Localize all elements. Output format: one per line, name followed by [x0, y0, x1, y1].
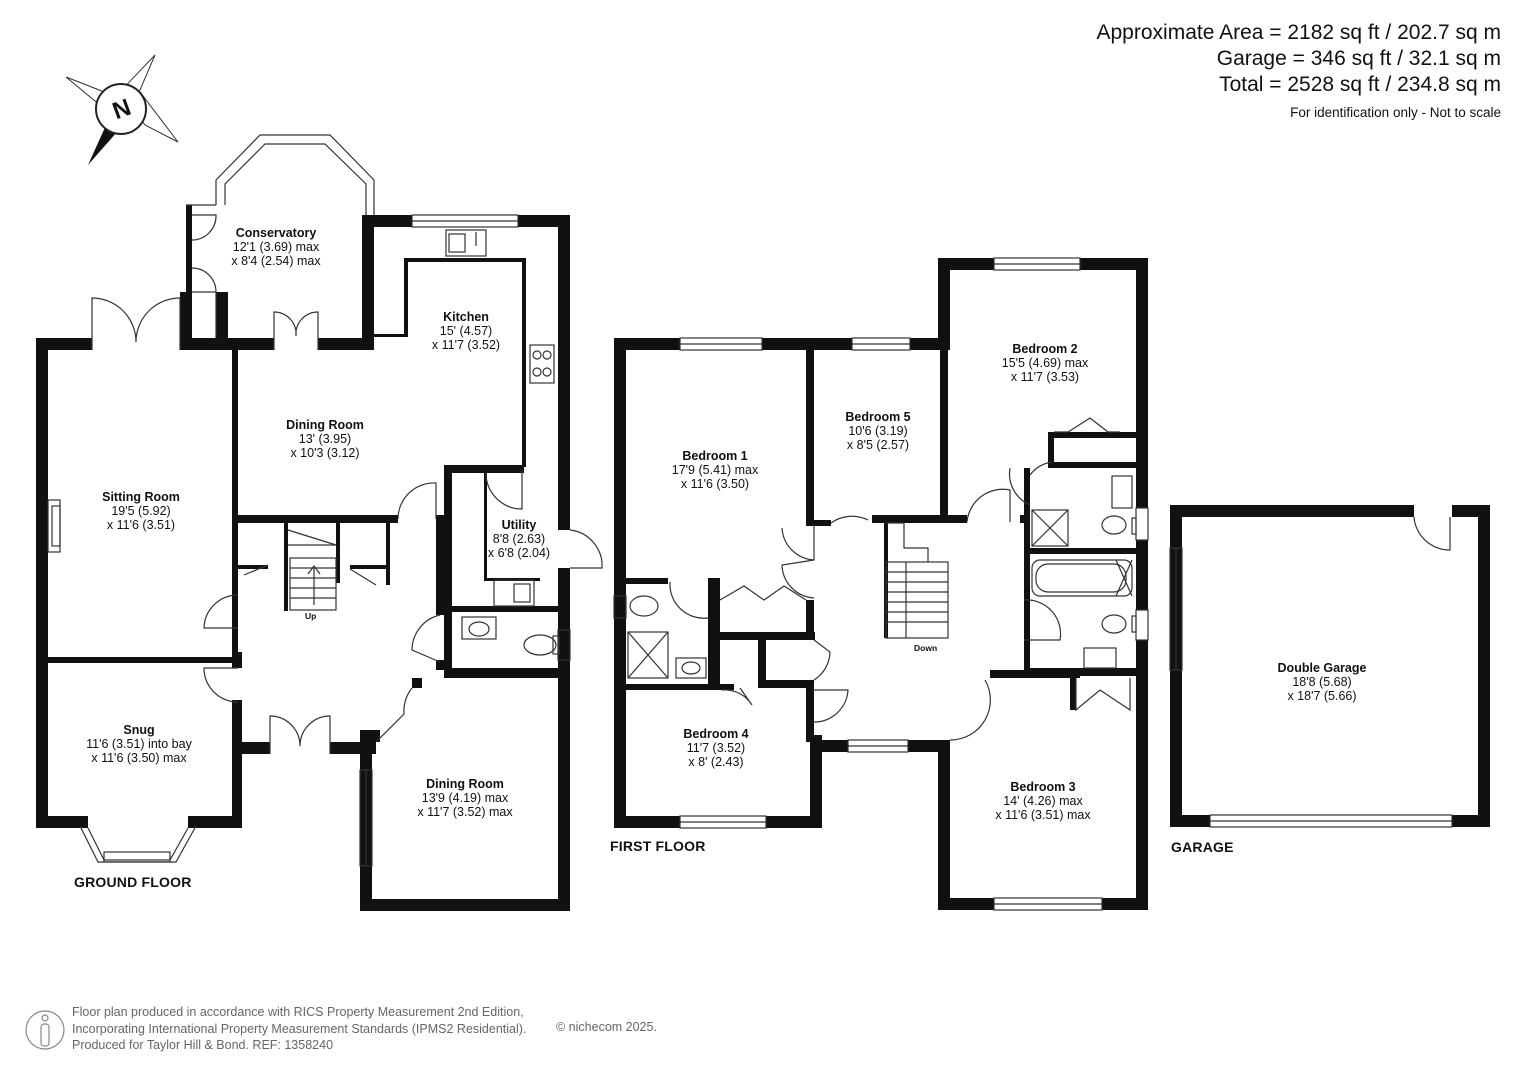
room-dim: x 11'6 (3.51)	[106, 518, 176, 532]
ground-floor-plan	[36, 205, 570, 911]
room-bedroom-4: Bedroom 4 11'7 (3.52) x 8' (2.43)	[666, 727, 766, 769]
room-name: Bedroom 4	[683, 727, 749, 741]
room-dim: x 6'8 (2.04)	[487, 546, 551, 560]
room-dim: 19'5 (5.92)	[111, 504, 171, 518]
footer-line: Incorporating International Property Mea…	[72, 1021, 527, 1036]
room-name: Bedroom 1	[682, 449, 748, 463]
scale-note: For identification only - Not to scale	[1290, 105, 1501, 120]
footer-line: Produced for Taylor Hill & Bond. REF: 13…	[72, 1038, 334, 1052]
ground-floor-label: GROUND FLOOR	[74, 874, 192, 890]
room-bedroom-5: Bedroom 5 10'6 (3.19) x 8'5 (2.57)	[828, 410, 928, 452]
room-dim: x 8'5 (2.57)	[846, 438, 910, 452]
room-dim: x 11'6 (3.51) max	[995, 808, 1091, 822]
room-name: Dining Room	[426, 777, 504, 791]
room-name: Sitting Room	[102, 490, 180, 504]
total-area: Total = 2528 sq ft / 234.8 sq m	[1219, 73, 1501, 96]
room-dim: x 8' (2.43)	[688, 755, 744, 769]
room-name: Bedroom 3	[1010, 780, 1076, 794]
room-dim: x 18'7 (5.66)	[1287, 689, 1357, 703]
room-snug: Snug 11'6 (3.51) into bay x 11'6 (3.50) …	[74, 723, 204, 765]
room-dim: 14' (4.26) max	[1003, 794, 1083, 808]
room-bedroom-2: Bedroom 2 15'5 (4.69) max x 11'7 (3.53)	[990, 342, 1100, 384]
room-name: Utility	[501, 518, 537, 532]
room-dim: 12'1 (3.69) max	[232, 240, 320, 254]
room-dim: 10'6 (3.19)	[848, 424, 908, 438]
room-name: Bedroom 2	[1012, 342, 1078, 356]
room-dim: 11'7 (3.52)	[686, 741, 746, 755]
room-dining-room-2: Dining Room 13'9 (4.19) max x 11'7 (3.52…	[400, 777, 530, 819]
room-name: Kitchen	[443, 310, 489, 324]
room-name: Bedroom 5	[845, 410, 911, 424]
area-summary: Approximate Area = 2182 sq ft / 202.7 sq…	[1097, 20, 1502, 120]
room-double-garage: Double Garage 18'8 (5.68) x 18'7 (5.66)	[1262, 661, 1382, 703]
garage-floor-label: GARAGE	[1171, 839, 1234, 855]
stairs-down-label: Down	[914, 643, 938, 653]
room-name: Snug	[123, 723, 155, 737]
room-dim: x 8'4 (2.54) max	[231, 254, 321, 268]
room-bedroom-3: Bedroom 3 14' (4.26) max x 11'6 (3.51) m…	[978, 780, 1108, 822]
garage-plan	[1170, 505, 1490, 827]
room-kitchen: Kitchen 15' (4.57) x 11'7 (3.52)	[416, 310, 516, 352]
first-floor-details	[613, 257, 1149, 911]
room-name: Conservatory	[235, 226, 317, 240]
person-icon	[25, 1010, 65, 1050]
room-name: Double Garage	[1277, 661, 1367, 675]
room-dim: x 11'6 (3.50)	[680, 477, 750, 491]
room-dim: 17'9 (5.41) max	[671, 463, 759, 477]
footer-line: Floor plan produced in accordance with R…	[72, 1005, 524, 1019]
first-floor-label: FIRST FLOOR	[610, 838, 706, 854]
room-sitting-room: Sitting Room 19'5 (5.92) x 11'6 (3.51)	[86, 490, 196, 532]
room-dim: 13' (3.95)	[298, 432, 352, 446]
ground-floor-details	[47, 134, 603, 867]
room-dim: x 11'7 (3.53)	[1010, 370, 1080, 384]
copyright-notice: © nichecom 2025.	[556, 1020, 657, 1034]
room-dim: x 11'7 (3.52) max	[417, 805, 513, 819]
garage-area: Garage = 346 sq ft / 32.1 sq m	[1216, 47, 1501, 70]
room-utility: Utility 8'8 (2.63) x 6'8 (2.04)	[484, 518, 554, 560]
room-dim: 11'6 (3.51) into bay	[86, 737, 192, 751]
approximate-area: Approximate Area = 2182 sq ft / 202.7 sq…	[1096, 21, 1502, 44]
room-bedroom-1: Bedroom 1 17'9 (5.41) max x 11'6 (3.50)	[660, 449, 770, 491]
room-dim: x 10'3 (3.12)	[290, 446, 360, 460]
first-floor-plan	[614, 258, 1148, 910]
room-dim: 13'9 (4.19) max	[421, 791, 509, 805]
room-name: Dining Room	[286, 418, 364, 432]
garage-details	[1169, 516, 1453, 828]
room-dim: 15'5 (4.69) max	[1001, 356, 1089, 370]
room-dim: x 11'6 (3.50) max	[91, 751, 187, 765]
north-compass-icon	[65, 54, 179, 165]
room-dim: 18'8 (5.68)	[1292, 675, 1352, 689]
footer-notes: Floor plan produced in accordance with R…	[72, 1004, 526, 1054]
stairs-up-label: Up	[305, 611, 317, 621]
room-conservatory: Conservatory 12'1 (3.69) max x 8'4 (2.54…	[226, 226, 326, 268]
room-dining-room-1: Dining Room 13' (3.95) x 10'3 (3.12)	[270, 418, 380, 460]
room-dim: 15' (4.57)	[439, 324, 493, 338]
room-dim: 8'8 (2.63)	[492, 532, 546, 546]
room-dim: x 11'7 (3.52)	[431, 338, 501, 352]
